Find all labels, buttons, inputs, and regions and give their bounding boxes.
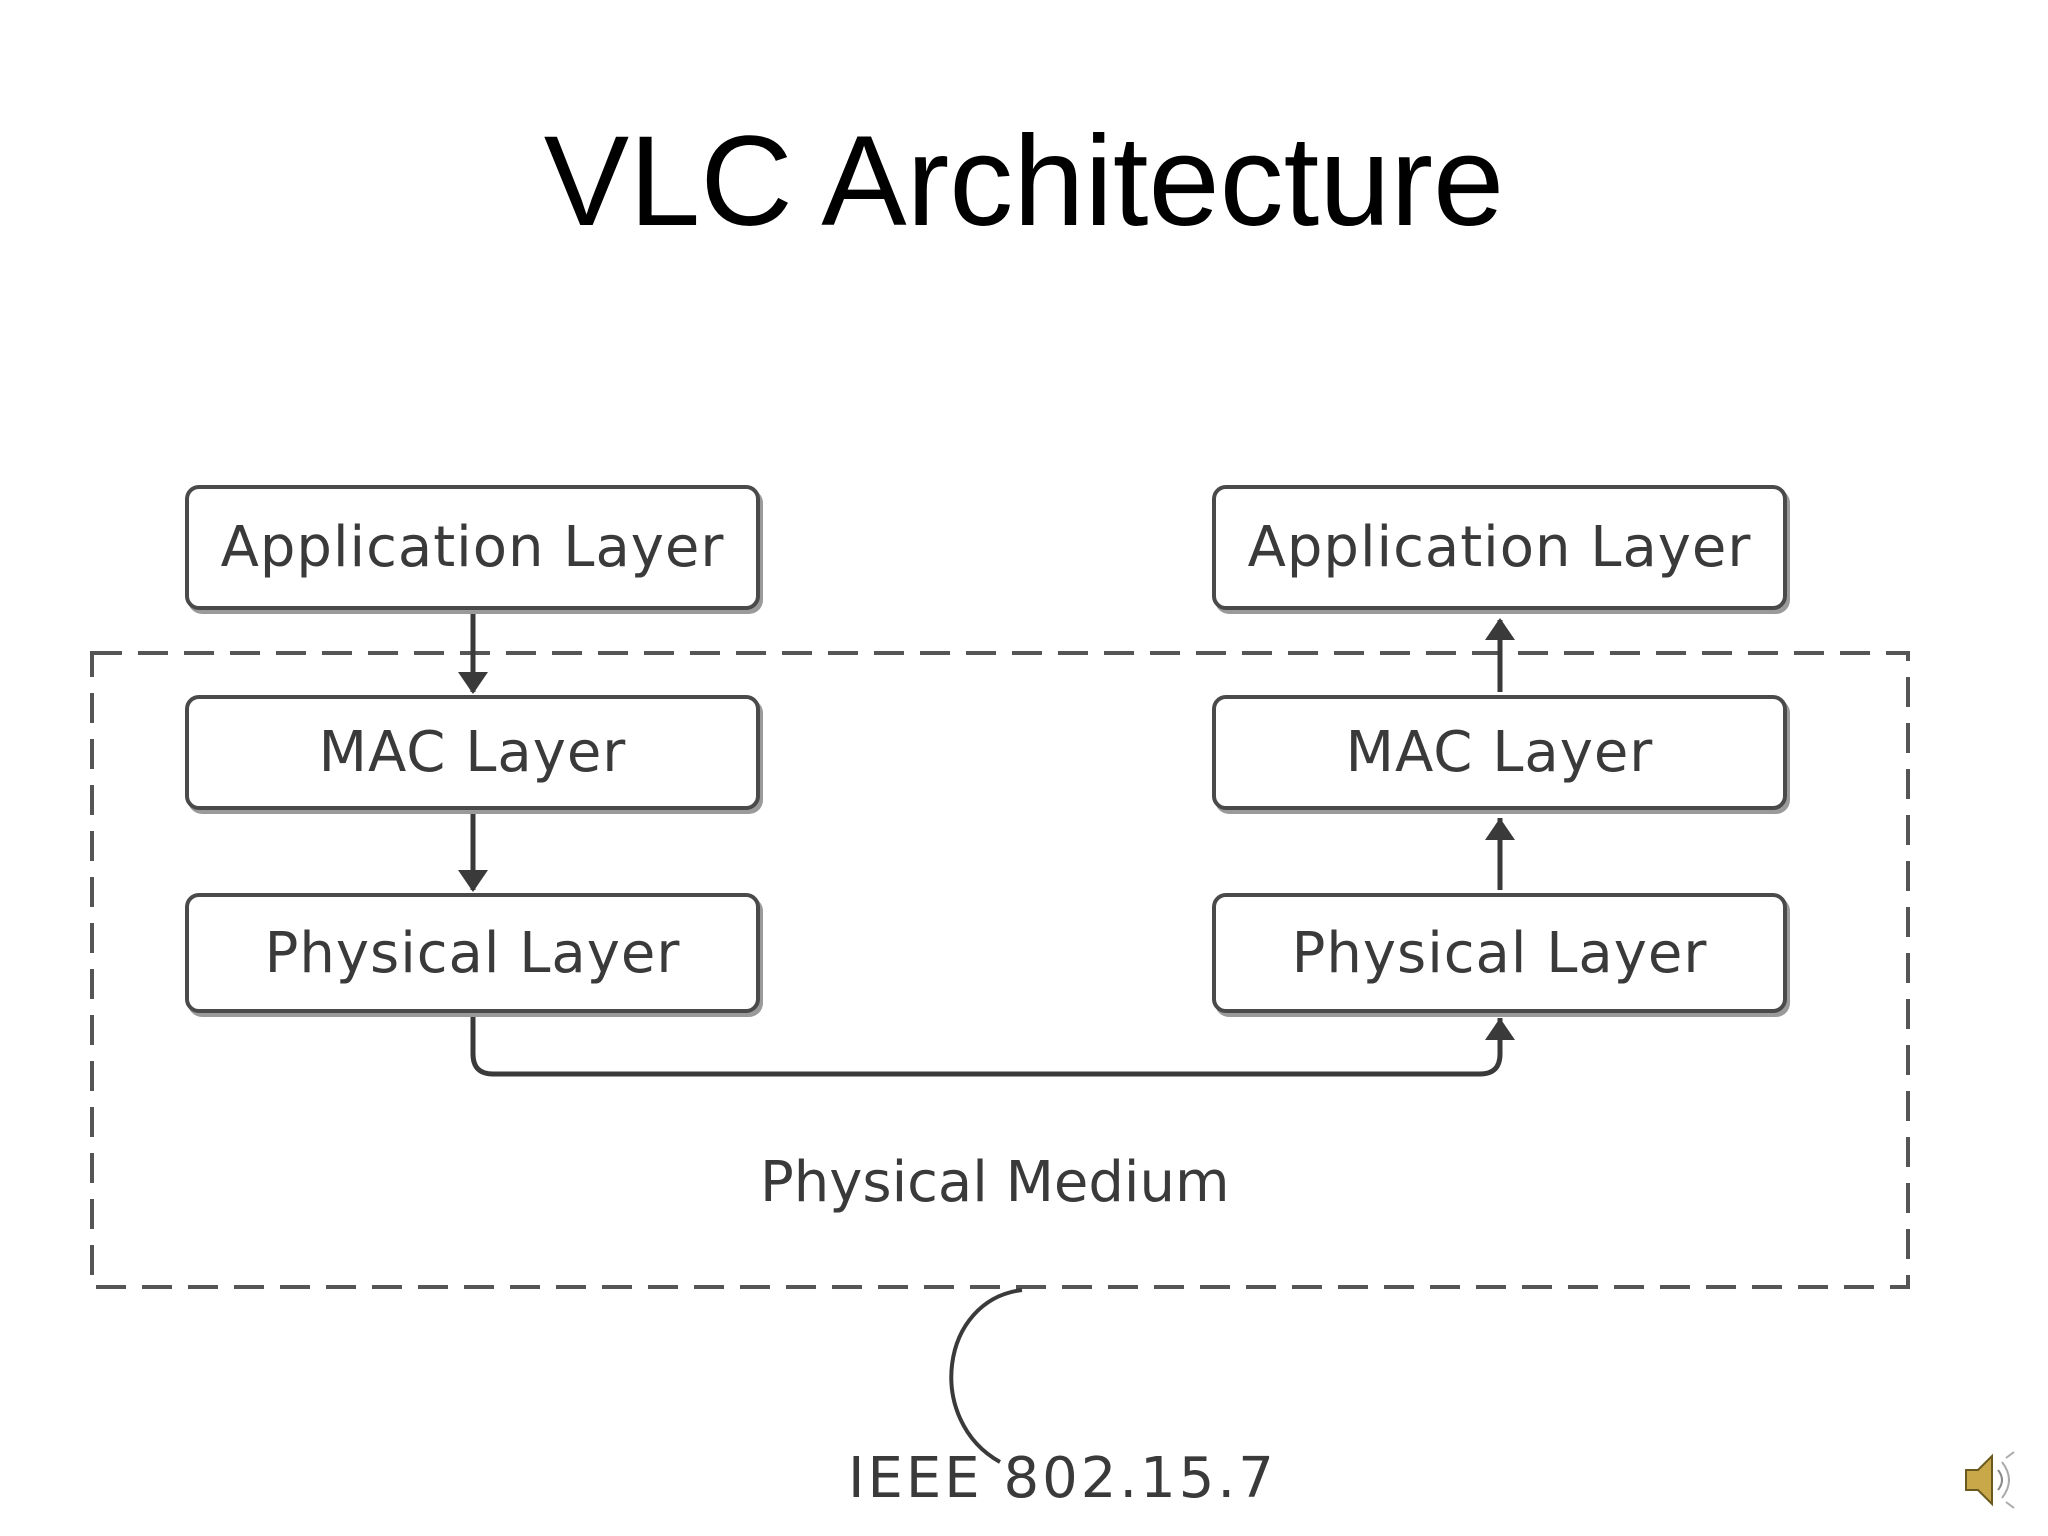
standard-label: IEEE 802.15.7 [848,1446,1277,1511]
left-application-layer-box: Application Layer [185,485,760,610]
speaker-icon[interactable] [1962,1448,2018,1512]
left-mac-layer-label: MAC Layer [318,720,627,785]
right-physical-layer-label: Physical Layer [1291,920,1708,986]
left-physical-layer-box: Physical Layer [185,893,760,1013]
right-physical-layer-box: Physical Layer [1212,893,1787,1013]
right-application-layer-box: Application Layer [1212,485,1787,610]
slide-title: VLC Architecture [543,110,1505,253]
left-mac-layer-box: MAC Layer [185,695,760,810]
physical-medium-link [470,1012,1503,1077]
right-application-layer-label: Application Layer [1247,515,1752,580]
left-application-layer-label: Application Layer [220,515,725,580]
physical-medium-label: Physical Medium [760,1150,1230,1215]
standard-callout-curve [949,1288,1023,1464]
left-physical-layer-label: Physical Layer [264,920,681,986]
standard-scope-boundary [90,651,1910,1289]
right-mac-layer-box: MAC Layer [1212,695,1787,810]
right-mac-layer-label: MAC Layer [1345,720,1654,785]
